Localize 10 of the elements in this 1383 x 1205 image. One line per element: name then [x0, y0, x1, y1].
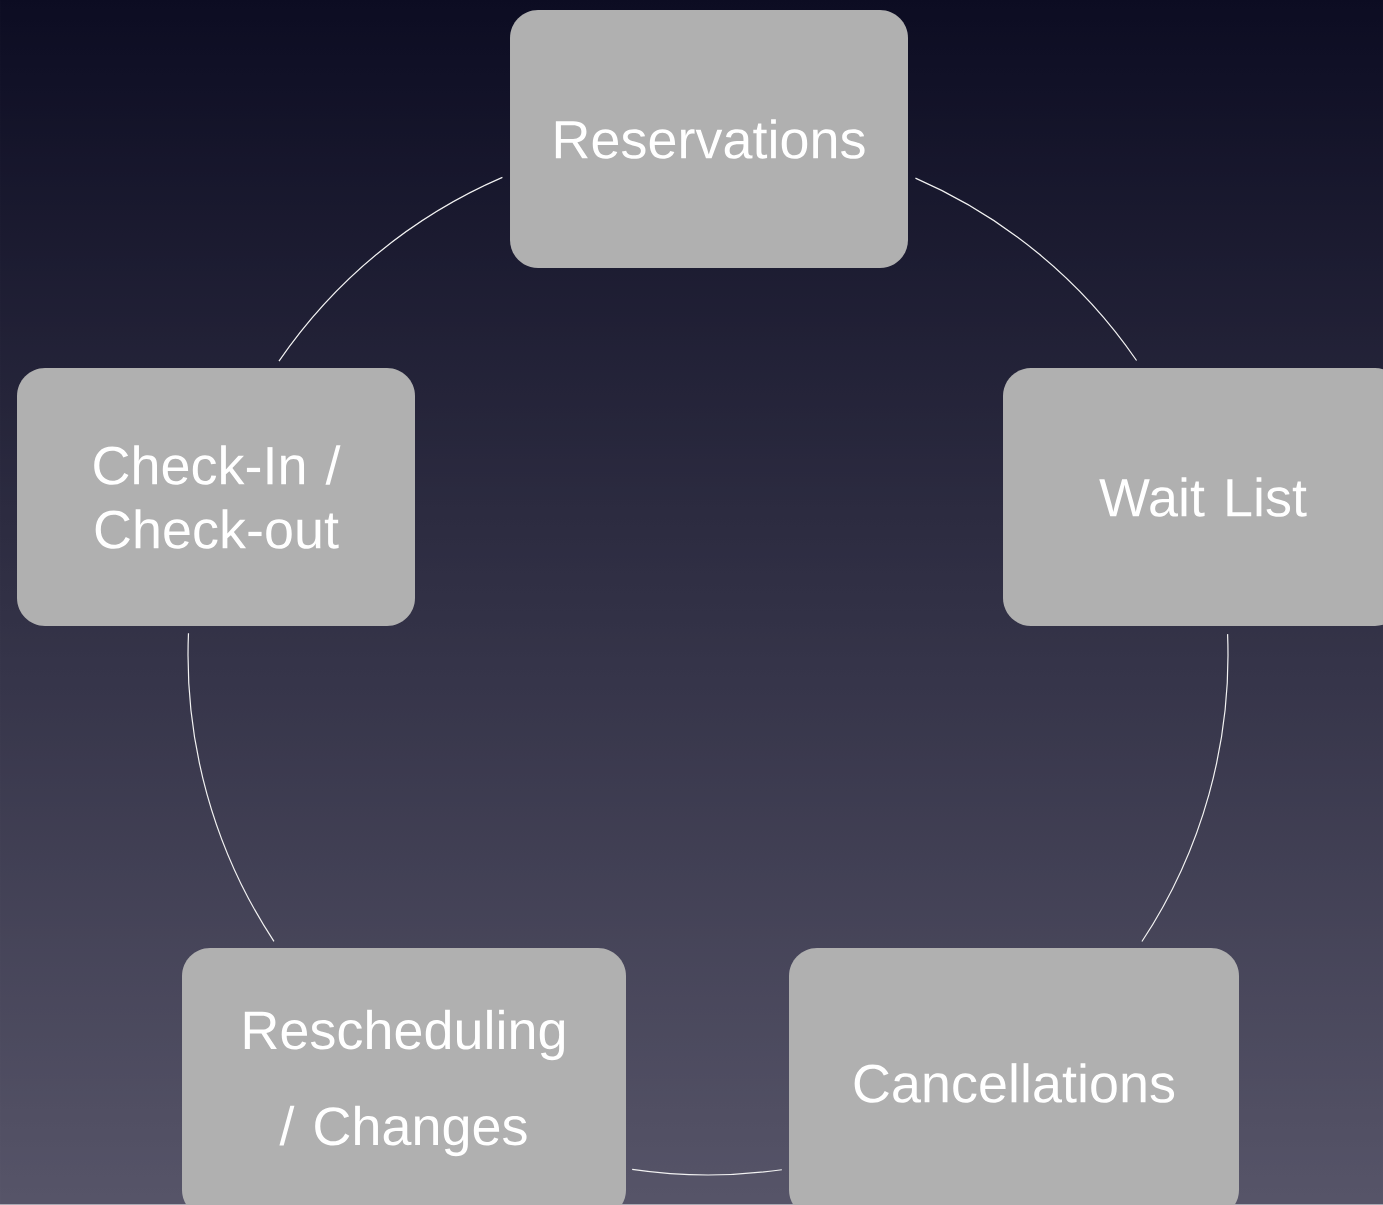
connector-arc — [631, 1168, 783, 1176]
process-box: Check-In / Check-out — [17, 368, 415, 626]
connector-arc — [278, 176, 503, 362]
connector-arc — [1141, 633, 1229, 943]
connector-arc — [914, 177, 1138, 362]
process-box: Rescheduling / Changes — [182, 948, 626, 1205]
process-box: Cancellations — [789, 948, 1239, 1205]
process-box: Wait List — [1003, 368, 1383, 626]
connector-arc — [187, 632, 275, 942]
process-box: Reservations — [510, 10, 908, 268]
